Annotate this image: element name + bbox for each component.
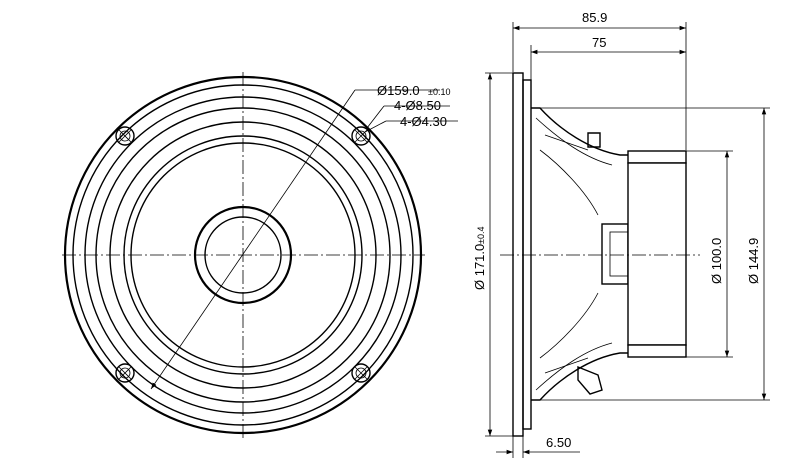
overall-depth-label: 85.9 xyxy=(582,10,607,25)
outer-diameter-tolerance: ±0.10 xyxy=(428,87,450,97)
mounting-hole-bottom-right xyxy=(351,363,371,383)
magnet-diameter-label: Ø 100.0 xyxy=(709,238,724,284)
hole-large-label: 4-Ø8.50 xyxy=(394,98,441,113)
magnet-depth-label: 75 xyxy=(592,35,606,50)
basket-inner-top xyxy=(535,117,613,166)
terminal-bottom xyxy=(577,365,603,395)
terminal-top xyxy=(587,132,601,148)
basket-inner-bottom xyxy=(535,342,613,391)
flange xyxy=(512,72,524,437)
hole-large-leader xyxy=(366,105,385,129)
frame-diameter-label: Ø 144.9 xyxy=(746,238,761,284)
front-view: Ø159.0 ±0.10 4-Ø8.50 4-Ø4.30 xyxy=(62,72,458,438)
pole-piece xyxy=(601,223,629,285)
mounting-hole-top-left xyxy=(115,126,135,146)
mounting-hole-bottom-left xyxy=(115,363,135,383)
flange-thickness-label: 6.50 xyxy=(546,435,571,450)
magnet-bottom-plate xyxy=(627,344,687,358)
flange-diameter-tolerance: ±0.4 xyxy=(476,227,486,244)
magnet-body xyxy=(627,162,687,346)
basket-rib-bottom xyxy=(544,357,589,374)
magnet-top-plate xyxy=(627,150,687,164)
flange-diameter-label: Ø 171.0 xyxy=(472,244,487,290)
pole-piece-inner xyxy=(609,231,629,277)
basket-top xyxy=(531,107,630,156)
diameter-dimension-line xyxy=(150,89,356,390)
basket-rib-top xyxy=(544,134,589,151)
mounting-hole-top-right xyxy=(351,126,371,146)
cone-profile-top xyxy=(539,149,599,216)
cone-profile-bottom xyxy=(539,292,599,359)
basket-bottom xyxy=(531,352,630,401)
hole-small-leader xyxy=(364,120,387,133)
outer-diameter-label: Ø159.0 xyxy=(377,83,420,98)
flange-face xyxy=(522,79,532,430)
hole-small-label: 4-Ø4.30 xyxy=(400,114,447,129)
side-view: 85.9 75 6.50 Ø 171.0 ±0.4 Ø 100.0 Ø 144.… xyxy=(472,10,770,458)
